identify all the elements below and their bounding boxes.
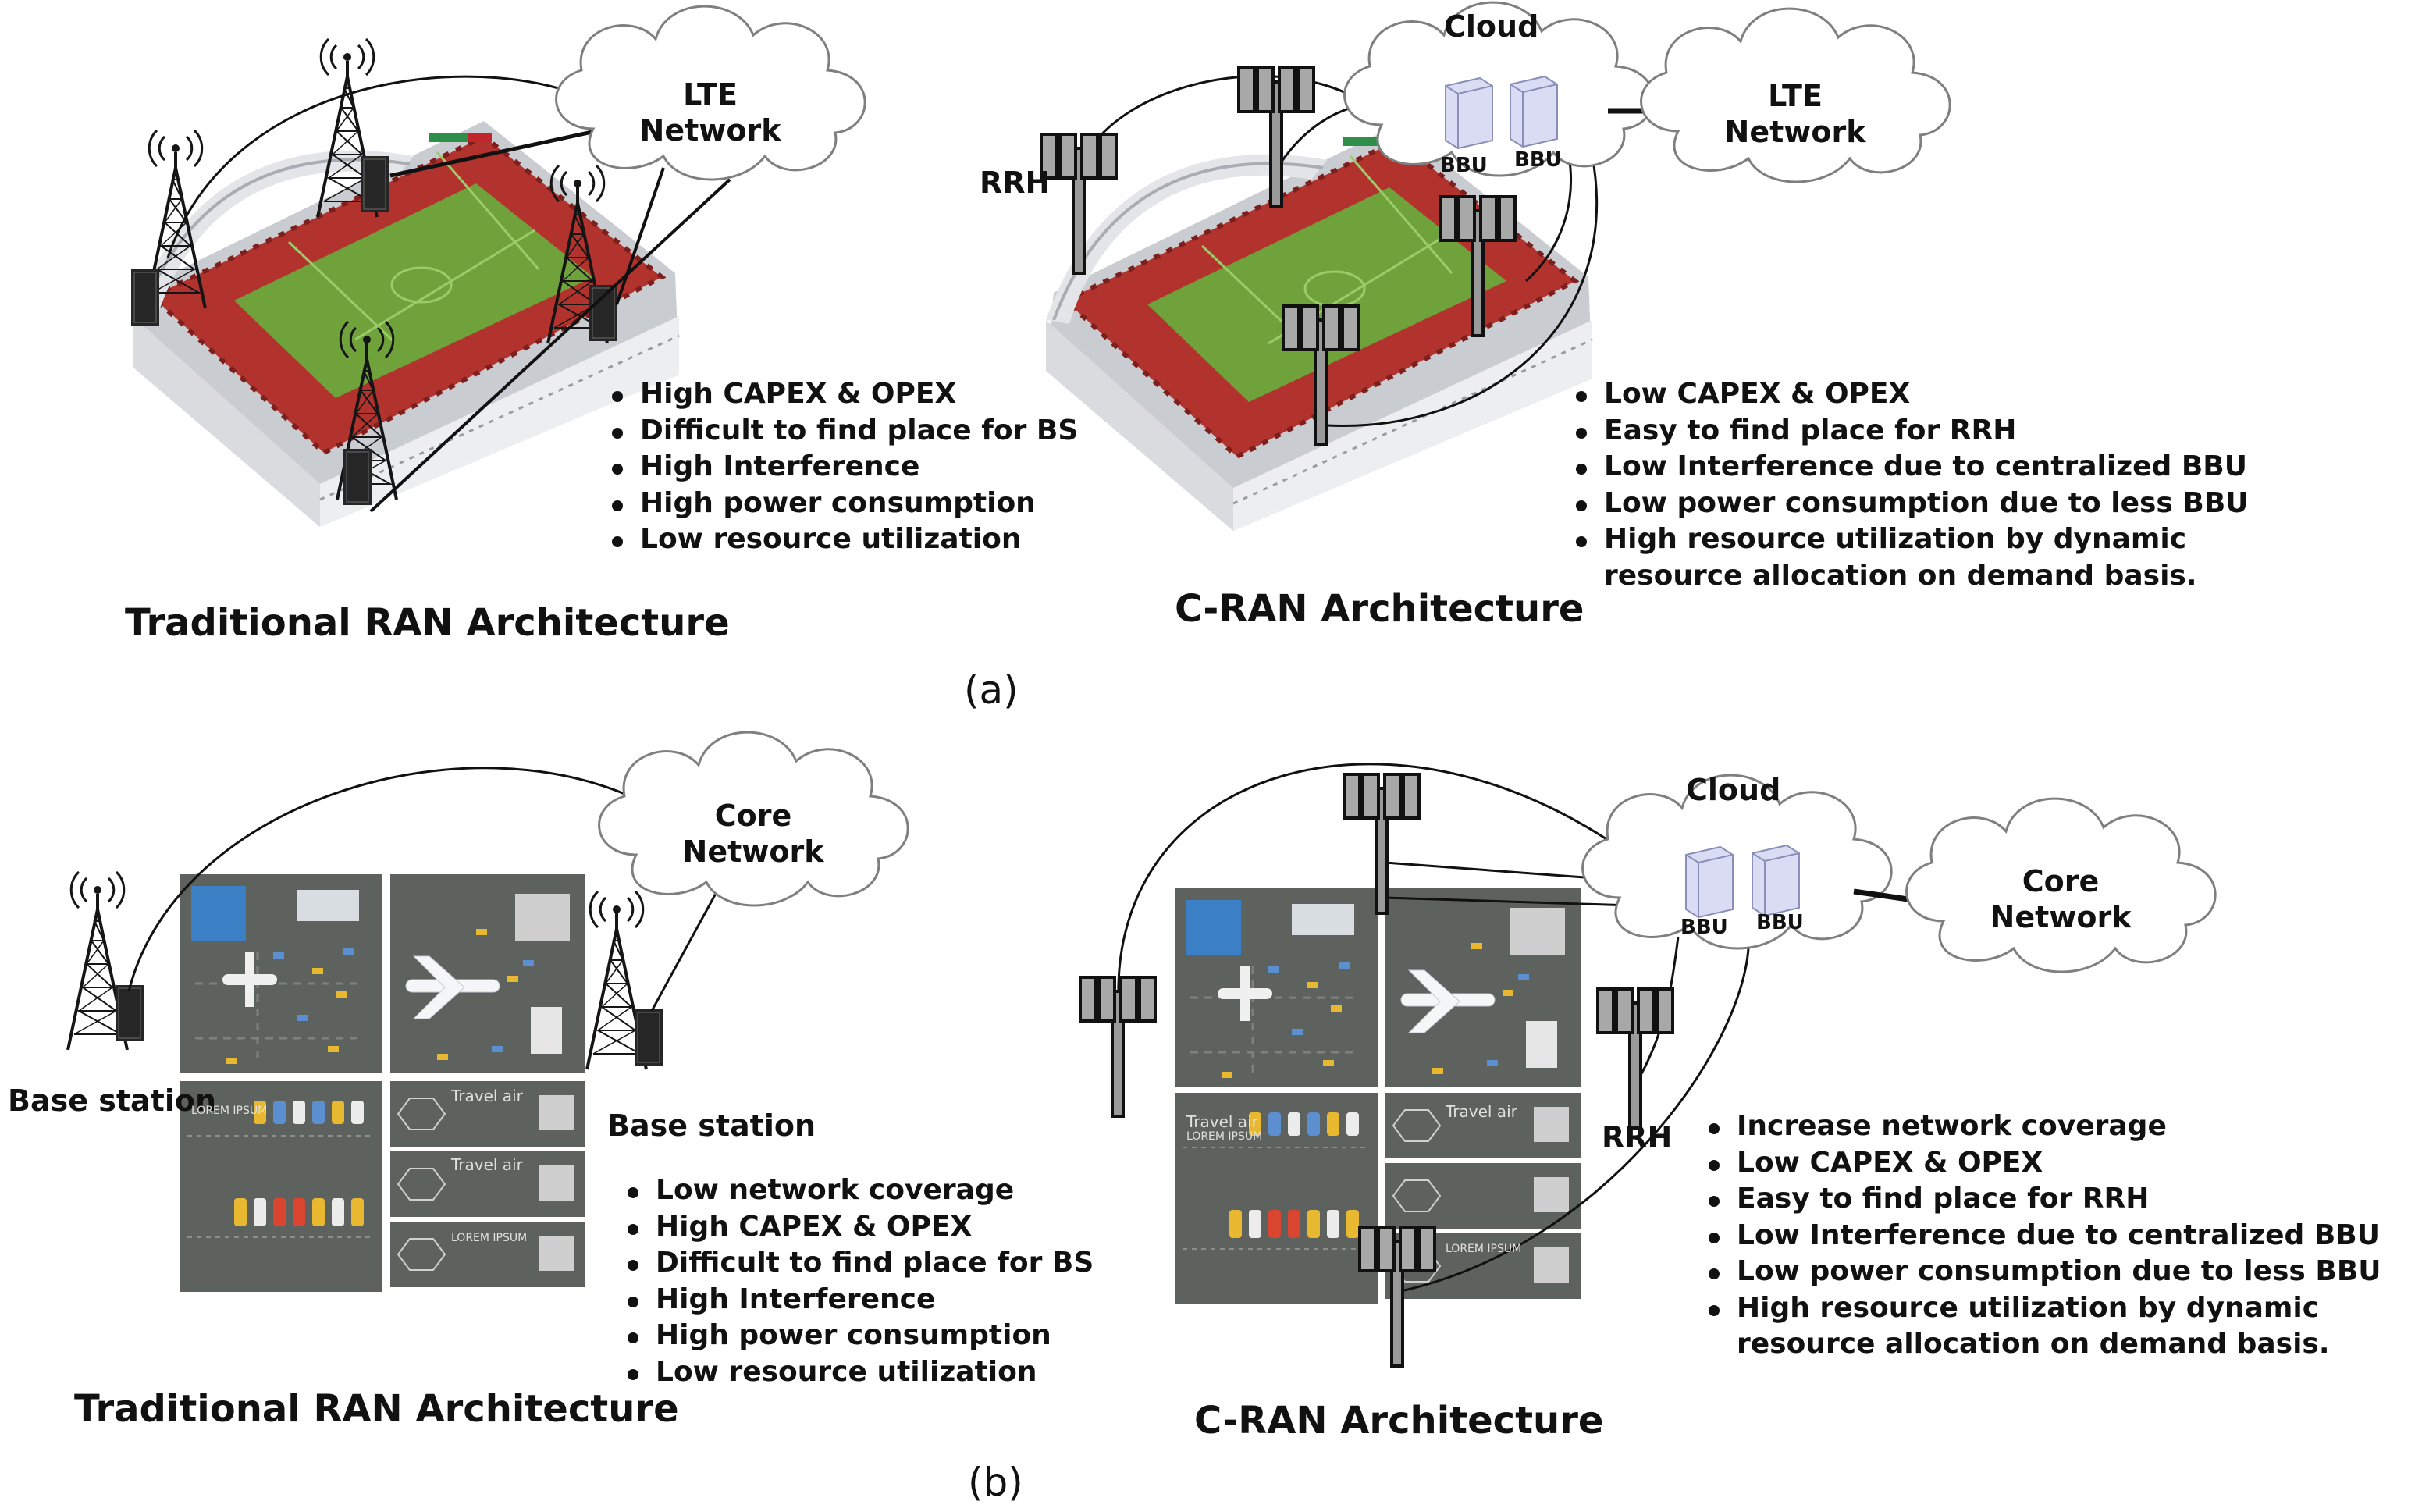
bbu-icon bbox=[1685, 846, 1734, 918]
cran-title-a: C-RAN Architecture bbox=[1175, 587, 1584, 631]
traditional-ran-title-a: Traditional RAN Architecture bbox=[125, 601, 730, 645]
lte-network-label: LTE Network bbox=[1724, 79, 1866, 149]
bullet-item: Easy to find place for RRH bbox=[1573, 413, 2249, 450]
rrh-icon bbox=[1596, 987, 1674, 1130]
cloud-label-b: Cloud bbox=[1686, 773, 1781, 807]
bullet-item: High CAPEX & OPEX bbox=[609, 376, 1078, 413]
connection-lines-b-left bbox=[127, 767, 724, 1012]
bbu-label: BBU bbox=[1680, 916, 1728, 939]
bullet-item: High power consumption bbox=[609, 486, 1078, 522]
cran-b-bullets: Increase network coverage Low CAPEX & OP… bbox=[1705, 1108, 2381, 1363]
cran-title-b: C-RAN Architecture bbox=[1194, 1399, 1604, 1443]
cabinet-icon bbox=[360, 155, 389, 213]
traditional-b-bullets: Low network coverage High CAPEX & OPEX D… bbox=[624, 1172, 1094, 1390]
caption-b: (b) bbox=[968, 1460, 1023, 1505]
core-network-label: Core Network bbox=[682, 799, 824, 869]
map-text: Travel air bbox=[451, 1087, 523, 1105]
rrh-icon bbox=[1079, 976, 1157, 1118]
bullet-item: Low network coverage bbox=[624, 1172, 1094, 1209]
cloud-label-a: Cloud bbox=[1444, 9, 1539, 44]
bullet-item: Difficult to find place for BS bbox=[624, 1245, 1094, 1282]
bbu-label: BBU bbox=[1440, 154, 1488, 177]
traditional-ran-title-b: Traditional RAN Architecture bbox=[74, 1387, 679, 1431]
bullet-item: Low CAPEX & OPEX bbox=[1705, 1145, 2381, 1182]
traditional-a-bullets: High CAPEX & OPEX Difficult to find plac… bbox=[609, 376, 1078, 558]
bullet-item: Low Interference due to centralized BBU bbox=[1705, 1218, 2381, 1254]
map-text: Travel air bbox=[451, 1155, 523, 1174]
base-station-label: Base station bbox=[607, 1108, 816, 1143]
bullet-item: Low resource utilization bbox=[609, 521, 1078, 558]
bbu-icon bbox=[1752, 845, 1800, 916]
bullet-item: High CAPEX & OPEX bbox=[624, 1209, 1094, 1246]
bbu-label: BBU bbox=[1756, 911, 1804, 934]
rrh-label-a: RRH bbox=[980, 165, 1051, 200]
bullet-item: Low resource utilization bbox=[624, 1354, 1094, 1391]
core-network-label: Core Network bbox=[1990, 864, 2132, 934]
bullet-item: High Interference bbox=[609, 449, 1078, 486]
bullet-item: Easy to find place for RRH bbox=[1705, 1181, 2381, 1218]
map-text: LOREM IPSUM bbox=[191, 1105, 268, 1117]
bullet-item: Low power consumption due to less BBU bbox=[1705, 1254, 2381, 1290]
cran-a-bullets: Low CAPEX & OPEX Easy to find place for … bbox=[1573, 376, 2249, 594]
map-text: LOREM IPSUM bbox=[451, 1232, 528, 1244]
rrh-icon bbox=[1040, 133, 1118, 275]
bullet-item: Increase network coverage bbox=[1705, 1108, 2381, 1145]
map-text: Travel air bbox=[1446, 1102, 1517, 1121]
cabinet-icon bbox=[115, 984, 144, 1042]
map-text: Travel air bbox=[1186, 1112, 1258, 1131]
bbu-icon bbox=[1510, 76, 1558, 148]
bullet-item: Low Interference due to centralized BBU bbox=[1573, 449, 2249, 486]
bullet-item: Low CAPEX & OPEX bbox=[1573, 376, 2249, 413]
caption-a: (a) bbox=[964, 667, 1019, 713]
base-station-label: Base station bbox=[8, 1083, 217, 1118]
bullet-item: High resource utilization by dynamic res… bbox=[1573, 521, 2249, 594]
bullet-item: High resource utilization by dynamic res… bbox=[1705, 1290, 2381, 1363]
rrh-label-b: RRH bbox=[1602, 1120, 1673, 1154]
lte-network-label: LTE Network bbox=[639, 77, 781, 148]
bbu-label: BBU bbox=[1514, 148, 1562, 172]
cabinet-icon bbox=[343, 448, 372, 506]
bullet-item: Low power consumption due to less BBU bbox=[1573, 486, 2249, 522]
bbu-icon bbox=[1445, 77, 1493, 149]
bullet-item: Difficult to find place for BS bbox=[609, 413, 1078, 450]
airport-map-traditional bbox=[178, 873, 586, 1293]
bullet-item: High Interference bbox=[624, 1282, 1094, 1318]
map-text: LOREM IPSUM bbox=[1186, 1130, 1263, 1143]
cabinet-icon bbox=[130, 269, 160, 326]
map-text: LOREM IPSUM bbox=[1446, 1243, 1522, 1255]
cabinet-icon bbox=[634, 1009, 663, 1066]
bullet-item: High power consumption bbox=[624, 1318, 1094, 1354]
cabinet-icon bbox=[589, 284, 618, 342]
connection-lines-a-left bbox=[166, 75, 731, 513]
